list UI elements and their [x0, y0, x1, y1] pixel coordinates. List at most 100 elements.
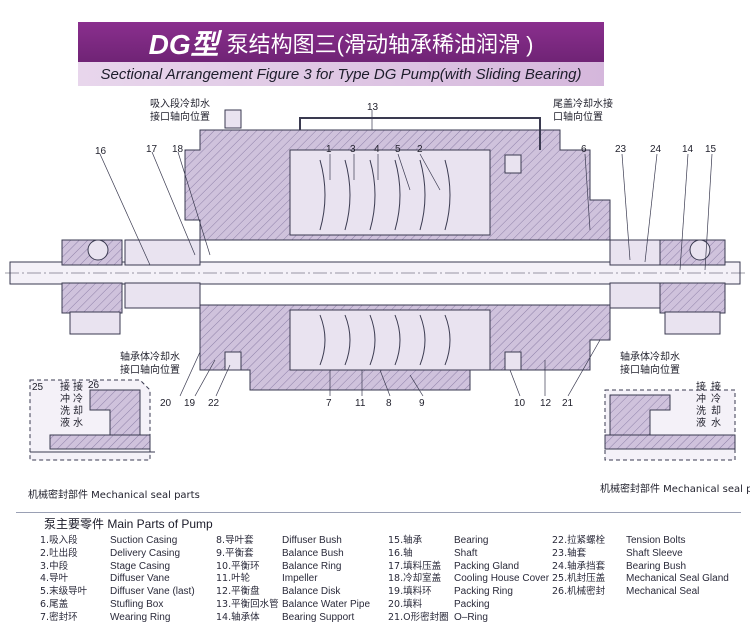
mech-seal-caption-left: 机械密封部件 Mechanical seal parts	[28, 488, 200, 501]
label-8: 8	[386, 398, 392, 409]
label-15: 15	[705, 144, 717, 155]
svg-text:接: 接	[696, 380, 706, 393]
balance-water-pipe	[299, 117, 541, 150]
svg-text:洗: 洗	[696, 405, 706, 417]
title-prefix: DG型	[148, 29, 219, 60]
svg-text:水: 水	[73, 417, 83, 429]
title-banner: DG型 泵结构图三(滑动轴承稀油润滑 )	[78, 22, 604, 64]
connect-flush-right: 接 冲 洗 液 接 冷 却 水	[696, 380, 721, 429]
svg-text:冲: 冲	[60, 392, 70, 405]
parts-row: 23.轴套 Shaft Sleeve	[552, 548, 729, 561]
part-name-en: Mechanical Seal Gland	[626, 573, 729, 585]
bearing-cooling-right-line1: 轴承体冷却水	[620, 350, 680, 363]
part-name-en: Balance Disk	[282, 586, 341, 598]
part-name-en: Delivery Casing	[110, 547, 181, 559]
part-name-cn: 16.轴	[388, 547, 413, 559]
foot-bolts	[224, 109, 522, 371]
parts-heading: 泵主要零件 Main Parts of Pump	[44, 517, 213, 531]
label-20: 20	[160, 398, 172, 409]
part-name-cn: 23.轴套	[552, 547, 587, 559]
svg-text:却: 却	[73, 405, 83, 417]
part-name-en: Diffuser Vane	[110, 573, 170, 585]
title-text: 泵结构图三(滑动轴承稀油润滑 )	[226, 32, 534, 57]
part-name-cn: 14.轴承体	[216, 611, 260, 623]
label-3: 3	[350, 144, 356, 155]
label-1: 1	[326, 144, 332, 155]
mech-seal-detail-right	[604, 389, 736, 461]
svg-text:冲: 冲	[696, 392, 706, 405]
subtitle-text: Sectional Arrangement Figure 3 for Type …	[100, 65, 582, 83]
part-name-cn: 2.吐出段	[40, 547, 78, 559]
part-name-cn: 26.机械密封	[552, 586, 606, 598]
part-name-cn: 6.尾盖	[40, 598, 69, 610]
label-4: 4	[374, 144, 380, 155]
part-name-en: Bearing	[454, 535, 489, 546]
label-2: 2	[417, 144, 423, 155]
label-21: 21	[562, 398, 574, 409]
label-18: 18	[172, 144, 184, 155]
label-26: 26	[88, 380, 100, 391]
tail-cover-cooling-line2: 口轴向位置	[553, 110, 603, 123]
tail-cover-cooling-line1: 尾盖冷却水接	[553, 97, 613, 110]
bearing-cooling-left-line2: 接口轴向位置	[120, 363, 180, 376]
part-name-en: Balance Bush	[282, 547, 344, 559]
svg-text:接: 接	[711, 380, 721, 393]
parts-row: 14.轴承体 Bearing Support	[216, 612, 370, 625]
subtitle-banner: Sectional Arrangement Figure 3 for Type …	[78, 62, 604, 86]
part-name-en: Suction Casing	[110, 535, 178, 546]
label-6: 6	[581, 144, 587, 155]
svg-text:冷: 冷	[711, 392, 721, 405]
label-16: 16	[95, 146, 107, 157]
part-name-en: Shaft Sleeve	[626, 547, 683, 559]
seal-boxes	[124, 239, 661, 309]
label-13: 13	[367, 102, 379, 113]
label-17: 17	[146, 144, 158, 155]
part-name-cn: 24.轴承挡套	[552, 560, 606, 572]
svg-text:洗: 洗	[60, 405, 70, 417]
part-name-en: Packing Gland	[454, 560, 520, 572]
part-name-en: Diffuser Bush	[282, 535, 342, 546]
shaft	[5, 261, 745, 285]
part-name-en: Diffuser Vane (last)	[110, 586, 195, 598]
part-name-en: Shaft	[454, 547, 478, 559]
bearing-cooling-left-line1: 轴承体冷却水	[120, 350, 180, 363]
part-name-cn: 25.机封压盖	[552, 573, 606, 585]
label-23: 23	[615, 144, 627, 155]
part-name-cn: 11.叶轮	[216, 573, 251, 585]
svg-text:接: 接	[60, 380, 70, 393]
part-name-en: Bearing Bush	[626, 560, 687, 572]
label-5: 5	[395, 144, 401, 155]
right-bearing	[659, 239, 726, 335]
part-name-cn: 9.平衡套	[216, 547, 254, 559]
sectional-drawing: 13 16 17 18 1 3 4 5 2 6 23 24 14 15 20 1…	[5, 97, 750, 501]
svg-text:液: 液	[696, 416, 706, 429]
label-24: 24	[650, 144, 662, 155]
part-name-en: Wearing Ring	[110, 611, 171, 623]
part-name-en: Balance Water Pipe	[282, 598, 371, 610]
parts-row: 16.轴 Shaft	[388, 548, 549, 561]
svg-text:液: 液	[60, 416, 70, 429]
label-25: 25	[32, 382, 44, 393]
part-name-en: Bearing Support	[282, 611, 355, 623]
svg-text:接: 接	[73, 380, 83, 393]
part-name-cn: 22.拉紧螺栓	[552, 535, 606, 546]
part-name-en: Stage Casing	[110, 560, 171, 572]
